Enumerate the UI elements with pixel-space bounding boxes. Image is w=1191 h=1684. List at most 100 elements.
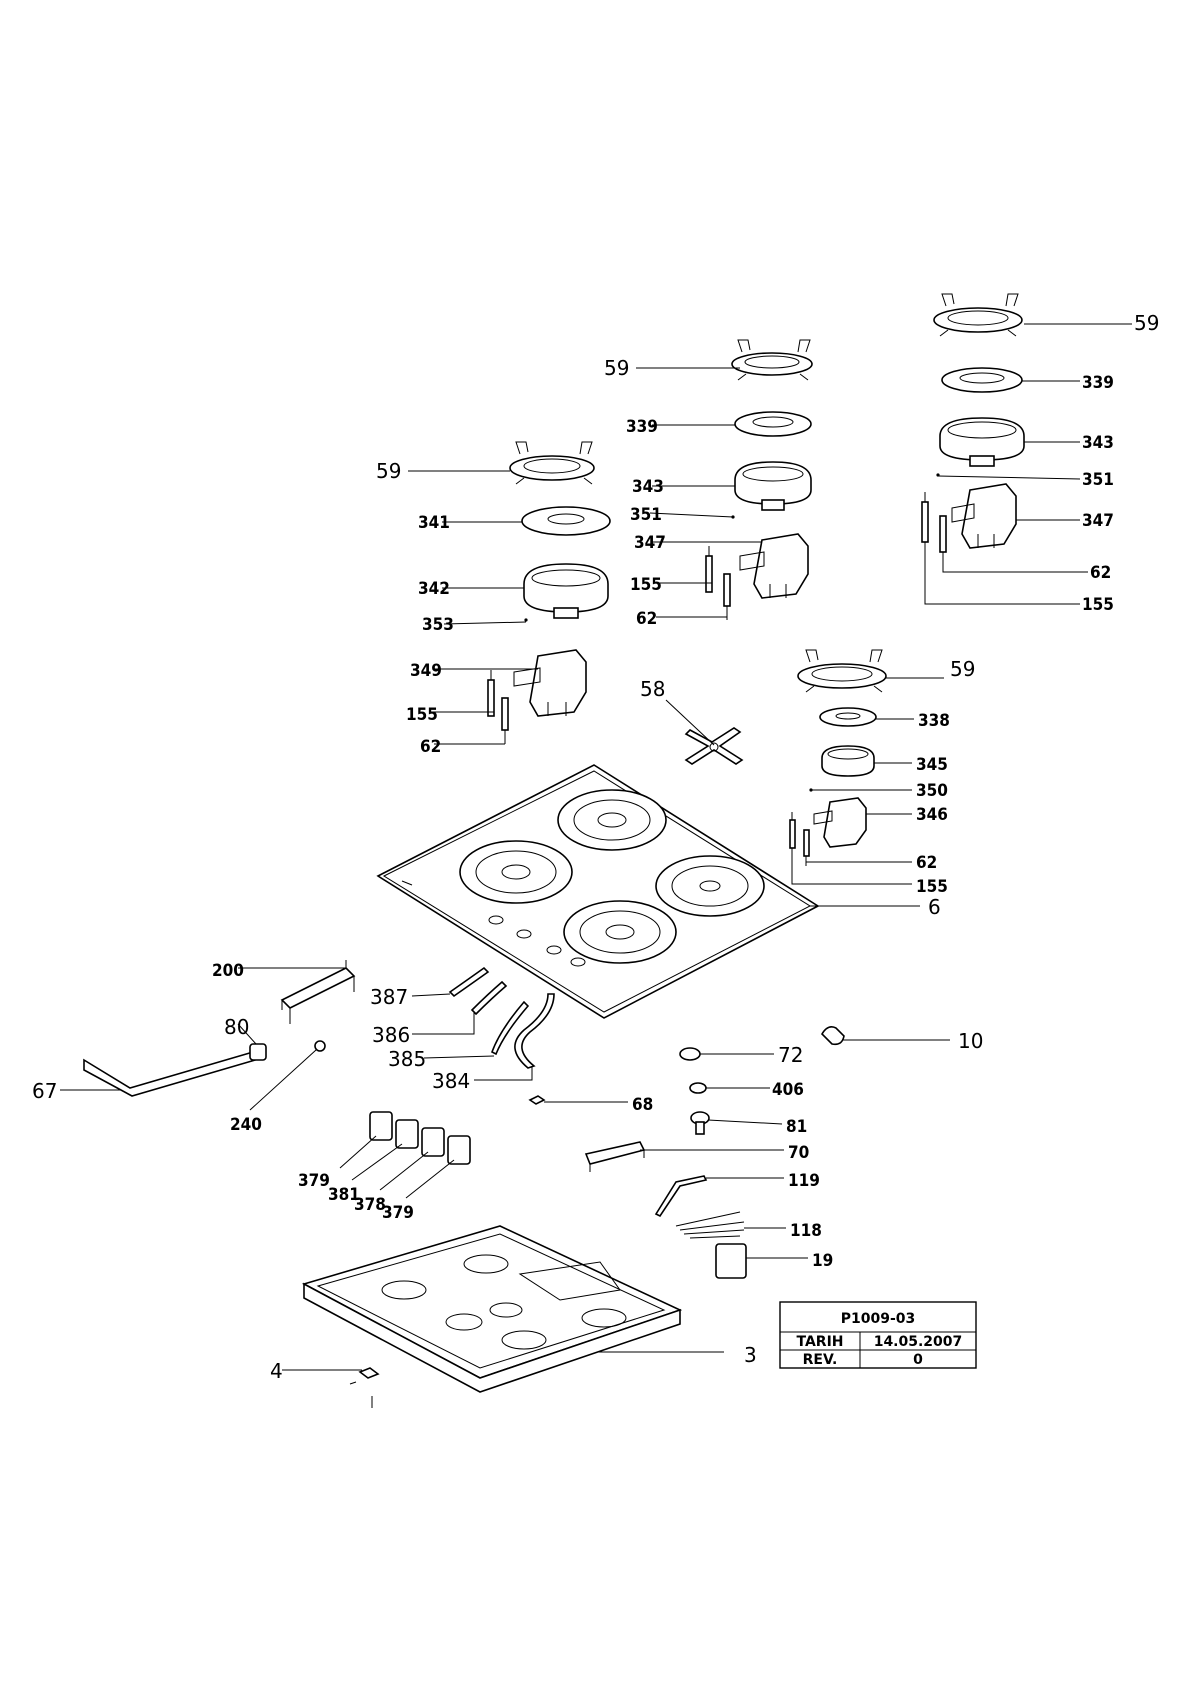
burner-cap-icon [819,707,877,727]
gas-pipe-385-icon [423,1000,530,1059]
pan-support-icon [797,649,887,693]
washer-icon [314,1040,326,1052]
burner-head-icon [939,417,1025,467]
callout-351: 351 [630,505,662,525]
callout-62: 62 [916,853,937,873]
burner-cap-icon [521,506,611,536]
ignition-unit-icon [715,1243,808,1279]
callout-58: 58 [640,677,665,701]
callout-387: 387 [370,985,408,1009]
callout-353: 353 [422,615,454,635]
callout-346: 346 [916,805,948,825]
burner-valve-body-icon [951,483,1017,549]
spark-switch-icon [690,1111,783,1135]
callout-155: 155 [406,705,438,725]
burner-assembly-left [408,441,611,745]
callout-378: 378 [354,1195,386,1215]
callout-62: 62 [1090,563,1111,583]
burner-head-icon [821,745,875,777]
callout-343: 343 [1082,433,1114,453]
callout-347: 347 [1082,511,1114,531]
burner-valve-body-icon [813,797,867,848]
callout-350: 350 [916,781,948,801]
title-block: P1009-03 TARIH 14.05.2007 REV. 0 [779,1301,977,1369]
callout-384: 384 [432,1069,470,1093]
callout-385: 385 [388,1047,426,1071]
callout-386: 386 [372,1023,410,1047]
callout-155: 155 [630,575,662,595]
callout-62: 62 [420,737,441,757]
callout-342: 342 [418,579,450,599]
callout-339: 339 [626,417,658,437]
callout-345: 345 [916,755,948,775]
ignition-electrode-icon [487,670,495,717]
callout-118: 118 [790,1221,822,1241]
callout-labels: 59 339 343 351 347 62 155 59 339 343 351… [32,311,1159,1383]
burner-ring-icon [655,855,765,917]
ignition-electrode-icon [705,546,713,593]
ignition-electrode-icon [921,492,929,564]
gas-valve-group-icon [339,1111,471,1199]
knob-hole-icon [488,915,586,967]
burner-valve-body-icon [739,533,809,599]
callout-68: 68 [632,1095,653,1115]
burner-ring-icon [557,789,667,851]
callout-59: 59 [604,356,629,380]
callout-19: 19 [812,1251,833,1271]
callout-72: 72 [778,1043,803,1067]
callout-379: 379 [298,1171,330,1191]
burner-assembly-right-lower [789,649,944,885]
callout-67: 67 [32,1079,57,1103]
drawing-number: P1009-03 [841,1311,916,1327]
pan-support-icon [509,441,595,485]
control-knob-icon [820,1026,950,1046]
callout-381: 381 [328,1185,360,1205]
callout-406: 406 [772,1080,804,1100]
knob-ring-icon [679,1047,701,1061]
clip-icon [528,1095,546,1105]
injector-icon [524,618,528,622]
callout-6: 6 [928,895,941,919]
callout-240: 240 [230,1115,262,1135]
callout-351: 351 [1082,470,1114,490]
callout-80: 80 [224,1015,249,1039]
thermocouple-icon [501,697,509,744]
burner-mount-icon [381,1254,627,1350]
burner-ring-icon [563,900,677,964]
callout-62: 62 [636,609,657,629]
revision-value: 0 [913,1352,923,1368]
callout-59: 59 [1134,311,1159,335]
callout-339: 339 [1082,373,1114,393]
callout-341: 341 [418,513,450,533]
wire-harness-icon [675,1211,786,1239]
ignition-electrode-icon [789,812,796,870]
burner-head-icon [523,563,609,619]
date-label: TARIH [796,1334,843,1350]
callout-347: 347 [634,533,666,553]
simmer-plate-cross-icon [665,699,744,765]
callout-4: 4 [270,1359,283,1383]
pan-support-icon [933,293,1023,337]
gas-inlet-pipe-icon [60,1023,267,1097]
burner-head-icon [734,461,812,511]
callout-3: 3 [744,1343,757,1367]
callout-349: 349 [410,661,442,681]
callout-81: 81 [786,1117,807,1137]
gas-pipe-386-icon [412,980,508,1035]
callout-338: 338 [918,711,950,731]
callout-10: 10 [958,1029,983,1053]
burner-valve-body-icon [513,649,587,717]
gas-pipe-387-icon [411,966,490,998]
callout-70: 70 [788,1143,809,1163]
callout-343: 343 [632,477,664,497]
gas-pipe-384-icon [474,993,555,1081]
pan-support-icon [731,339,813,381]
fixing-bracket-icon [282,1367,380,1408]
callout-200: 200 [212,961,244,981]
callout-59: 59 [376,459,401,483]
revision-label: REV. [803,1352,838,1368]
burner-cap-icon [941,367,1023,393]
hob-top-panel [376,764,920,1019]
burner-cap-icon [734,411,812,437]
